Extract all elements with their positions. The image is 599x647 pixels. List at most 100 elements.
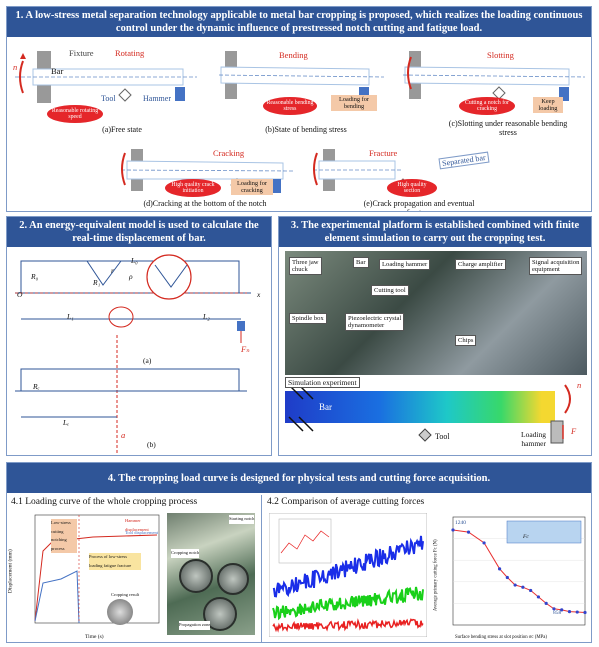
bar-callout: Bar (353, 257, 369, 269)
fc-data-point (521, 585, 525, 589)
bending-stress-ellipse: Reasonable bending stress (263, 97, 317, 115)
label-L2: L₂ (203, 312, 210, 321)
label-r: r (111, 266, 114, 275)
caption-e: (e)Crack propagation and eventual fractu… (363, 199, 475, 211)
label-L1: L₁ (67, 312, 74, 321)
fc-data-point (482, 541, 486, 545)
spindle-callout: Spindle box (289, 313, 327, 325)
cutting-tool-callout: Cutting tool (371, 285, 409, 297)
photo-ann-cropping: Cropping notch (171, 549, 200, 558)
label-Le: Lₑ (63, 418, 70, 427)
fc-data-point (451, 528, 455, 532)
plot1-ann-notching: Low-stress cutting notching process (51, 519, 77, 553)
average-cutting-force-chart (451, 516, 587, 626)
plot1-legend-tool: Tool displacement (125, 530, 159, 535)
three-jaw-callout: Three jaw chuck (289, 257, 322, 276)
photo-ann-starting: Starting notch (229, 515, 255, 524)
section1-title: 1. A low-stress metal separation technol… (7, 7, 591, 37)
diagram-a (15, 51, 197, 103)
rotating-label: Rotating (115, 48, 145, 58)
bar-label-a: Bar (51, 66, 64, 76)
specimen-disc-2 (217, 563, 249, 595)
fc-symbol: Fc (523, 534, 529, 540)
fc-inset (506, 520, 582, 544)
fracture-title: Fracture (369, 148, 398, 158)
sim-label: Simulation experiment (285, 377, 360, 389)
fc-data-point (513, 583, 517, 587)
section1-panel: 1. A low-stress metal separation technol… (6, 6, 592, 212)
plot1-ann-fracture: Process of low-stress loading fatigue fr… (89, 553, 141, 570)
label-L0: L₀ (131, 256, 138, 265)
section4-title: 4. The cropping load curve is designed f… (7, 463, 591, 493)
cracking-title: Cracking (213, 148, 245, 158)
fc-data-point (466, 530, 471, 534)
section2-panel: 2. An energy-equivalent model is used to… (6, 216, 272, 456)
crack-initiation-ellipse: High quality crack initiation (165, 179, 221, 197)
label-rho: ρ (129, 272, 133, 281)
fc-data-point (497, 567, 502, 571)
bending-title: Bending (279, 50, 308, 60)
tool-label: Tool (101, 94, 116, 103)
chips-callout: Chips (455, 335, 477, 347)
simulation-bar (285, 384, 571, 444)
fc-top-value: 1240 (455, 520, 466, 526)
diagram-c (403, 51, 586, 101)
label-R1: R₁ (93, 278, 101, 287)
loading-hammer-callout: Loading hammer (379, 259, 431, 271)
subsection-4-2-title: 4.2 Comparison of average cutting forces (267, 497, 425, 507)
slotting-title: Slotting (487, 50, 514, 60)
fc-xlabel: Surface bending stress at slot position … (455, 635, 547, 640)
fc-data-point (544, 601, 548, 605)
cutting-force-signal-plot (269, 513, 427, 637)
label-o: O (17, 290, 23, 299)
label-Fn: Fₙ (241, 344, 250, 354)
fc-bottom-value: 858 (553, 610, 562, 616)
caption-c: (c)Slotting under reasonable bending str… (448, 119, 568, 137)
plot1-xlabel: Time (s) (85, 634, 104, 640)
sim-bar-label: Bar (319, 402, 332, 412)
cutting-notch-ellipse: Cutting a notch for cracking (459, 97, 515, 115)
fc-data-point (567, 610, 572, 614)
caption-a: (a)Free state (102, 125, 142, 134)
energy-model-diagram (15, 254, 251, 453)
fc-data-point (560, 608, 564, 612)
signal-callout: Signal acquisition equipment (529, 257, 583, 276)
caption-b: (b)State of bending stress (265, 125, 347, 134)
simulation-panel: Simulation experiment Bar Tool Loading h… (285, 377, 587, 453)
sim-hammer-label: Loading hammer (521, 430, 546, 448)
caption-2b: (b) (147, 440, 156, 449)
sim-f-label: F (571, 426, 577, 436)
loading-cracking-box: Loading for cracking (231, 179, 273, 195)
hammer-label: Hammer (143, 94, 171, 103)
sim-tool-label: Tool (435, 432, 450, 441)
caption-2a: (a) (143, 356, 152, 365)
fc-ylabel: Average primary cutting force Fc (N) (433, 539, 439, 612)
label-R0: R₀ (31, 272, 39, 281)
fc-data-point (536, 595, 541, 599)
fixture-label: Fixture (69, 48, 94, 58)
plot1-ann-result: Cropping result (111, 592, 140, 597)
keep-loading-box: Keep loading (533, 97, 563, 113)
fc-data-point (552, 607, 556, 611)
label-a: a (121, 430, 126, 440)
fc-data-point (505, 575, 509, 580)
fc-data-point (529, 588, 533, 593)
section4-panel: 4. The cropping load curve is designed f… (6, 462, 592, 643)
label-x: x (257, 290, 261, 299)
n-label-a: n (13, 62, 18, 72)
subsection-4-1-title: 4.1 Loading curve of the whole cropping … (11, 497, 198, 507)
specimen-disc-1 (179, 559, 213, 593)
photo-ann-propagation: Propagation zone (179, 621, 211, 630)
section4-divider (261, 495, 262, 642)
plot1-legend-hammer: Hammer displacement (125, 518, 149, 532)
cropping-result-photo (107, 599, 133, 625)
high-quality-section-ellipse: High quality section (387, 179, 437, 197)
section3-title: 3. The experimental platform is establis… (279, 217, 591, 247)
sim-n-label: n (577, 380, 582, 390)
loading-bending-box: Loading for bending (331, 95, 377, 111)
fc-data-point (583, 610, 587, 615)
piezo-callout: Piezoelectric crystal dynamometer (345, 313, 405, 332)
charge-amp-callout: Charge amplifier (455, 259, 506, 271)
section3-panel: 3. The experimental platform is establis… (278, 216, 592, 456)
label-Re: Rₑ (33, 382, 40, 391)
